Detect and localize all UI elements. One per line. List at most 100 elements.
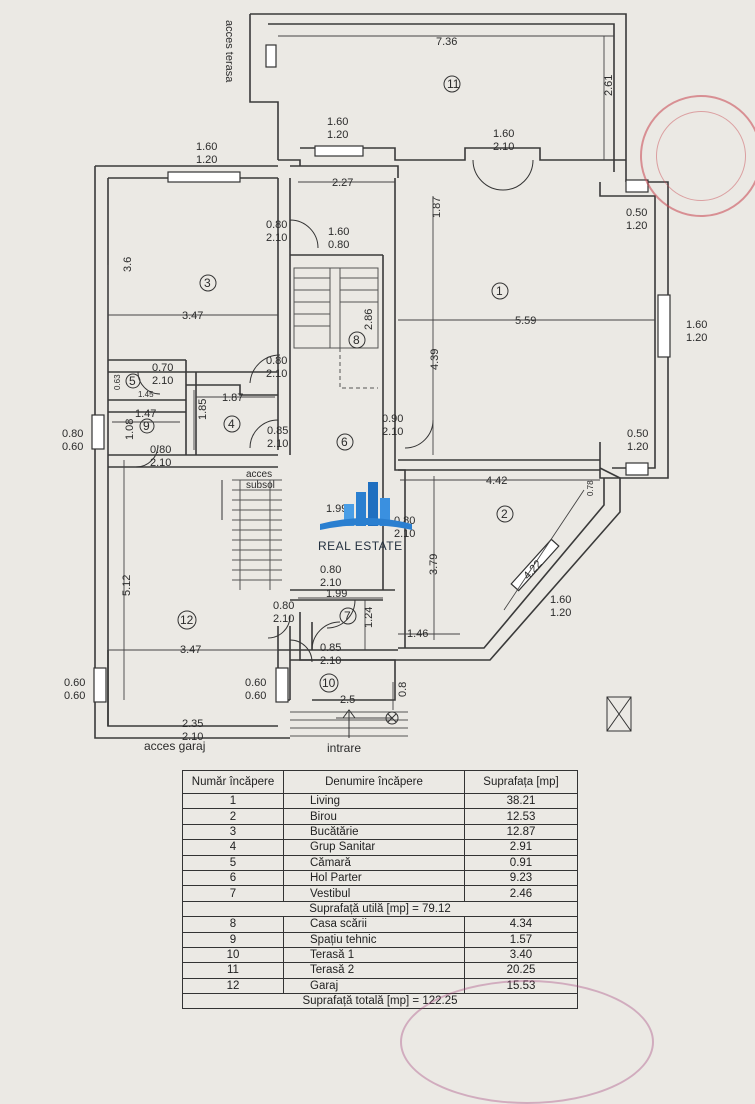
table-cell: 9.23 [464,869,578,887]
table-cell: 0.91 [464,854,578,871]
table-cell: 2 [182,808,284,825]
plan-label: 1.60 [196,141,217,153]
plan-label: 3.6 [122,257,134,272]
plan-label: 0.50 [626,207,647,219]
room-number: 11 [447,77,460,91]
plan-label: 0.80 [266,355,287,367]
window [275,667,289,703]
plan-label: 0.80 [266,219,287,231]
plan-label: acces [246,469,272,480]
plan-label: 0.85 [320,642,341,654]
plan-label: 0.50 [627,428,648,440]
plan-label: 1.60 [686,319,707,331]
entrance-arrow-icon [342,709,356,738]
plan-label: 1.08 [124,419,136,440]
table-cell: Grup Sanitar [283,839,465,856]
floor-plan: 7.36 2.61 11 acces terasa 1.60 1.20 1.60… [62,13,707,755]
plan-label: 3.79 [428,554,440,575]
door-swing [137,371,161,395]
table-cell: Cămară [283,854,465,871]
plan-label: 2.86 [363,309,375,330]
plan-label: 2.10 [266,232,287,244]
plan-label: 1.20 [626,220,647,232]
table-cell: Birou [283,808,465,825]
legend-header-area: Suprafața [mp] [464,770,578,794]
plan-label: 1.20 [196,154,217,166]
window [167,171,241,183]
plan-label: 0.60 [245,690,266,702]
plan-label: 0.60 [245,677,266,689]
door-swing [472,159,534,191]
plan-label: 2.10 [320,655,341,667]
window [314,145,364,157]
door-swing [289,219,319,249]
plan-label: 1.99 [326,503,347,515]
plan-label: 0.60 [64,677,85,689]
plan-label: 0.80 [62,428,83,440]
plan-label: 1 [496,284,503,298]
window [93,667,107,703]
plan-label: 5.59 [515,315,536,327]
window [625,462,649,476]
plan-label: 0.63 [113,374,122,390]
plan-label: 2.10 [382,426,403,438]
plan-label: 1.20 [327,129,348,141]
plan-label: 0.8 [397,682,409,697]
real-estate-logo [318,478,414,558]
plan-label: 1.85 [197,399,209,420]
plan-label: 8 [353,333,360,347]
table-cell: 38.21 [464,792,578,810]
door-swing [135,444,159,468]
windows [91,44,671,703]
table-cell: Terasă 1 [283,946,465,964]
table-cell: Garaj [283,977,465,995]
plan-label: 0.80 [328,239,349,251]
plan-label: 3.47 [182,310,203,322]
plan-label: 1.24 [363,607,375,628]
window [625,179,649,193]
plan-label: 1.47 [135,408,156,420]
dim-label: 2.61 [603,75,615,96]
plan-labels: 7.36 2.61 11 acces terasa 1.60 1.20 1.60… [62,20,707,755]
door-swing [267,615,291,639]
plan-label: 1.46 [407,628,428,640]
legend-header-number: Număr încăpere [182,770,284,794]
plan-label: 9 [143,419,150,433]
plan-label: 0.70 [152,362,173,374]
plan-label: 0.60 [62,441,83,453]
plan-label: 1.99 [326,588,347,600]
plan-label: 1.45 [138,390,154,399]
plan-label: 2.10 [182,731,203,743]
window [657,294,671,358]
plan-label: 1.87 [222,392,243,404]
table-cell: Hol Parter [283,869,465,887]
plan-label: 2.27 [332,177,353,189]
plan-label: 2 [501,507,508,521]
table-cell: 8 [182,916,284,933]
certificate-stamp [400,980,654,1104]
door-swing [249,354,281,384]
table-cell: Living [283,792,465,810]
plan-label: 0.78 [586,480,595,496]
plan-label: 6 [341,435,348,449]
plan-label: 2.10 [266,368,287,380]
chimney-icon [606,696,632,732]
table-cell: 12.87 [464,823,578,841]
window [91,414,105,450]
plan-label: 1.60 [550,594,571,606]
plan-label: 0.85 [267,425,288,437]
plan-label: 2.35 [182,718,203,730]
plan-label: 0.80 [273,600,294,612]
plan-label: 3.47 [180,644,201,656]
table-cell: 10 [182,946,284,964]
office-wall [395,467,621,661]
table-cell: Spațiu tehnic [283,931,465,948]
window [265,44,277,68]
door-swing [311,621,341,651]
